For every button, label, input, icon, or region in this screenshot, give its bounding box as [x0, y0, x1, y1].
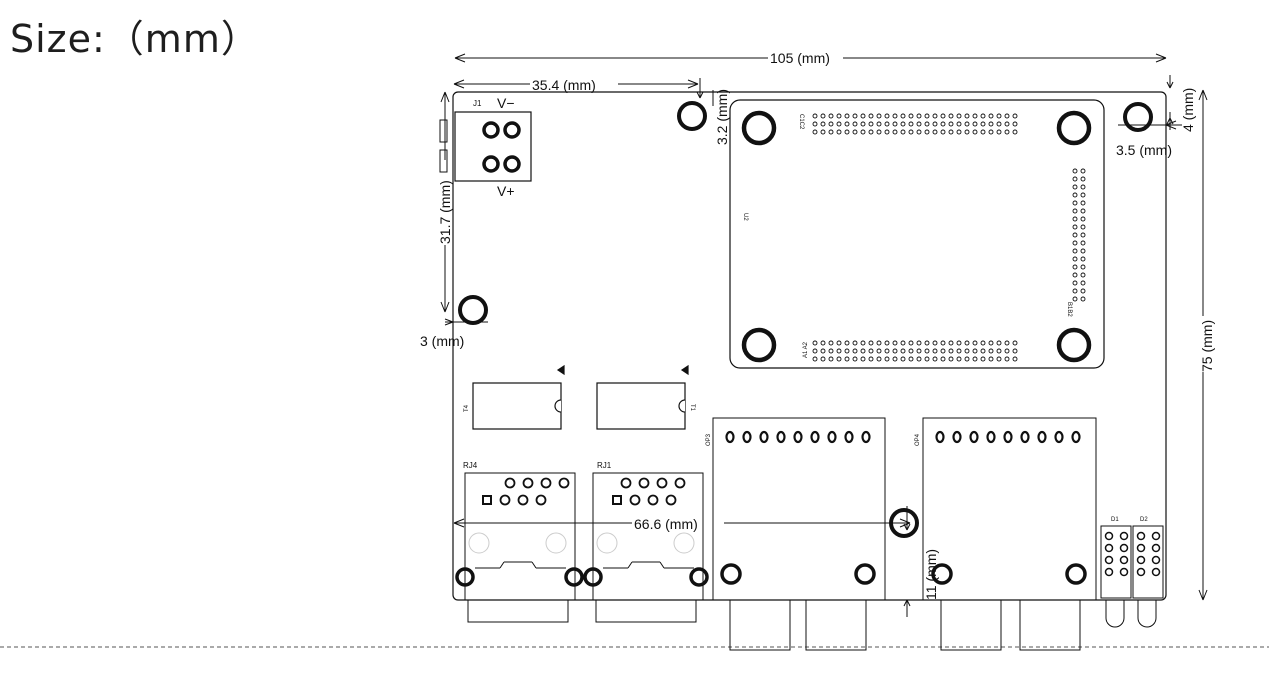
- op3-label: OP3: [706, 433, 712, 446]
- dim-right-top-label: 4 (mm): [1180, 88, 1196, 132]
- led-d1: [1100, 525, 1132, 628]
- t1-label: T1: [689, 404, 695, 412]
- u2-module: [729, 99, 1105, 369]
- mount-hole-left: [458, 295, 488, 325]
- rj1-jack: [583, 472, 709, 623]
- b1b2-label: B1B2: [1066, 302, 1072, 317]
- rj1-label: RJ1: [597, 461, 612, 470]
- op4-module: [922, 417, 1097, 651]
- dim-width-label: 105 (mm): [770, 50, 830, 66]
- dim-hole-x: [453, 78, 704, 99]
- v-minus-label: V−: [497, 95, 515, 111]
- page-title: Size:（mm）: [10, 17, 260, 61]
- a1a2-label: A1 A2: [803, 341, 809, 358]
- dim-center-x-label: 66.6 (mm): [634, 516, 698, 532]
- transformer-t1: [596, 364, 689, 430]
- t4-label: T4: [464, 404, 470, 412]
- dim-bottom-gap-label: 11 (mm): [923, 549, 939, 600]
- j1-label: J1: [473, 99, 482, 108]
- dim-height-label: 75 (mm): [1199, 320, 1215, 372]
- dim-width: [454, 53, 1167, 63]
- dim-top-hole-label: 3.2 (mm): [714, 89, 730, 145]
- dim-center-x: [453, 518, 911, 528]
- op3-module: [712, 417, 886, 651]
- dim-height: [1198, 89, 1208, 601]
- dim-left-top: [440, 91, 450, 313]
- dim-left-top-label: 31.7 (mm): [437, 180, 453, 244]
- mount-hole-center: [889, 508, 919, 538]
- dim-hole-left-label: 3 (mm): [420, 333, 464, 349]
- d2-label: D2: [1140, 517, 1148, 523]
- mount-hole-right: [1123, 102, 1153, 132]
- transformer-t4: [472, 364, 565, 430]
- led-d2: [1132, 525, 1164, 628]
- j1-connector: [439, 111, 532, 182]
- v-plus-label: V+: [497, 183, 515, 199]
- dim-hole-x-label: 35.4 (mm): [532, 77, 596, 93]
- rj4-label: RJ4: [463, 461, 478, 470]
- c1c2-label: C1C2: [798, 114, 804, 130]
- op4-label: OP4: [915, 433, 921, 446]
- rj4-jack: [455, 472, 584, 623]
- mount-hole-top: [677, 101, 707, 131]
- dim-right-hole-label: 3.5 (mm): [1116, 142, 1172, 158]
- dim-right-top: [1166, 75, 1174, 130]
- d1-label: D1: [1111, 517, 1119, 523]
- u2-label: U2: [742, 213, 748, 221]
